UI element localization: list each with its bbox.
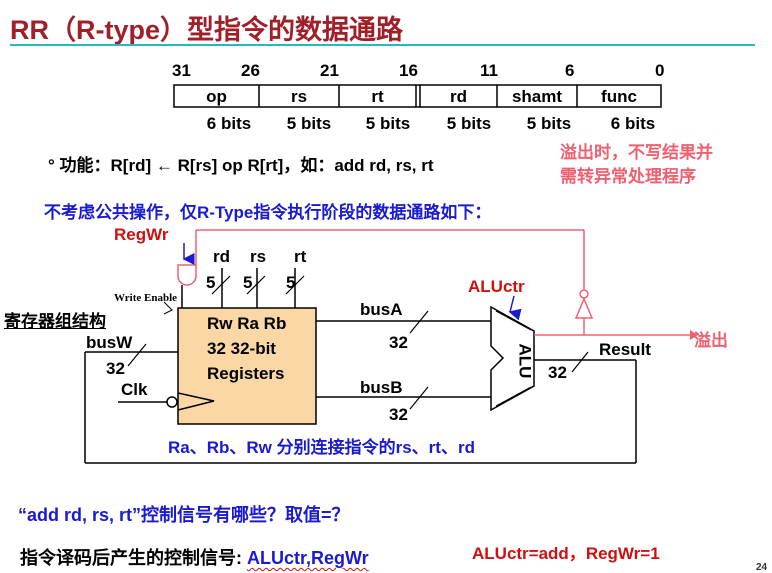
page-number: 24: [756, 562, 768, 573]
port-rt-label: rt: [294, 247, 307, 266]
bit-pos-6: 6: [565, 61, 575, 80]
regfile-ports-label: Rw Ra Rb: [207, 314, 287, 333]
bit-pos-11: 11: [480, 61, 498, 80]
field-shamt-bits: 5 bits: [526, 114, 572, 133]
field-func: func: [601, 87, 637, 106]
alu-out-width: 32: [548, 363, 567, 382]
alu-shape: [490, 305, 535, 412]
overflow-inverter: [574, 297, 594, 319]
control-answer: ALUctr=add，RegWr=1: [472, 544, 660, 563]
field-func-bits: 6 bits: [610, 114, 656, 133]
instruction-format-box: [173, 84, 662, 108]
overflow-label: 溢出: [694, 331, 728, 350]
bit-pos-31: 31: [172, 61, 191, 80]
control-signals-line: 指令译码后产生的控制信号: ALUctr,RegWr: [20, 544, 369, 570]
field-rt: rt: [371, 87, 384, 106]
port-rd-label: rd: [213, 247, 230, 266]
bit-pos-21: 21: [320, 61, 339, 80]
bit-pos-16: 16: [399, 61, 418, 80]
field-rs: rs: [290, 87, 308, 106]
busa-label: busA: [360, 300, 403, 319]
port-rs-label: rs: [250, 247, 267, 266]
function-description: ° 功能：R[rd] ← R[rs] op R[rt]，如：add rd, rs…: [48, 156, 434, 175]
alu-label: ALU: [515, 343, 535, 379]
port-mapping-note: Ra、Rb、Rw 分别连接指令的rs、rt、rd: [168, 438, 475, 457]
datapath-subtitle: 不考虑公共操作，仅R-Type指令执行阶段的数据通路如下：: [44, 203, 492, 222]
field-rd: rd: [450, 87, 467, 106]
regfile-size-label: 32 32-bit: [207, 339, 276, 358]
overflow-note-line1: 溢出时，不写结果并: [560, 143, 713, 162]
regfile-name-label: Registers: [207, 364, 285, 383]
port-rt-width: 5: [286, 273, 296, 292]
overflow-note-line2: 需转异常处理程序: [560, 167, 696, 186]
write-enable-label: Write Enable: [114, 292, 178, 304]
field-op-bits: 6 bits: [206, 114, 252, 133]
regwr-label: RegWr: [114, 225, 169, 244]
field-rd-bits: 5 bits: [446, 114, 492, 133]
control-signals-value: ALUctr,RegWr: [247, 548, 369, 568]
regfile-caption: 寄存器组结构: [4, 312, 106, 331]
busw-label: busW: [86, 333, 133, 352]
result-label: Result: [599, 340, 651, 359]
field-rt-bits: 5 bits: [365, 114, 411, 133]
busb-label: busB: [360, 378, 403, 397]
bit-pos-0: 0: [655, 61, 665, 80]
aluctr-label: ALUctr: [468, 277, 525, 296]
busa-width: 32: [389, 333, 408, 352]
control-signals-label: 指令译码后产生的控制信号:: [20, 548, 247, 568]
field-shamt: shamt: [511, 87, 563, 106]
busw-width: 32: [106, 359, 125, 378]
title-rule: [10, 44, 755, 46]
field-rs-bits: 5 bits: [286, 114, 332, 133]
slide-title: RR（R-type）型指令的数据通路: [10, 15, 404, 45]
bit-pos-26: 26: [241, 61, 260, 80]
port-rd-width: 5: [206, 273, 216, 292]
write-enable-and-gate: [177, 264, 197, 286]
field-op: op: [206, 87, 227, 106]
clock-inverter-bubble: [166, 396, 178, 408]
busb-width: 32: [389, 405, 408, 424]
clk-label: Clk: [121, 380, 148, 399]
port-rs-width: 5: [243, 273, 253, 292]
control-question: “add rd, rs, rt”控制信号有哪些？取值=？: [18, 505, 350, 525]
